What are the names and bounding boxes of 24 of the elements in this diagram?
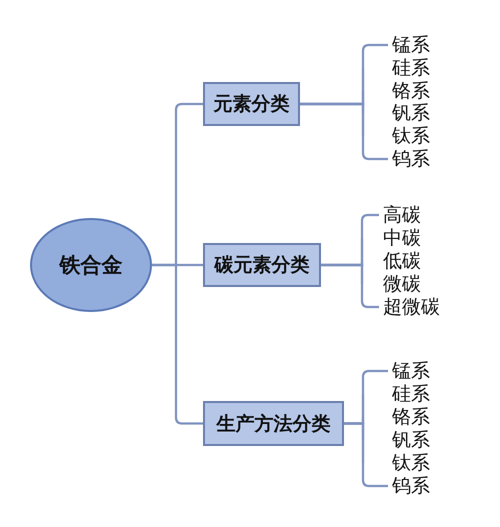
list-item-text: 中碳	[383, 227, 421, 249]
list-item-text: 硅系	[392, 57, 430, 79]
category-box: 生产方法分类	[203, 401, 344, 446]
list-item-text: 硅系	[392, 383, 430, 405]
list-item-text: 钒系	[392, 102, 430, 124]
list-item-text: 微碳	[383, 273, 421, 295]
list-item-text: 钒系	[392, 429, 430, 451]
category-box: 碳元素分类	[203, 243, 321, 287]
list-item-text: 锰系	[392, 34, 430, 56]
category-box: 元素分类	[203, 82, 300, 126]
list-item-text: 低碳	[383, 250, 421, 272]
list-item-text: 钨系	[392, 475, 430, 497]
list-item-text: 铬系	[392, 80, 430, 102]
list-item-text: 锰系	[392, 360, 430, 382]
list-item-text: 钛系	[392, 452, 430, 474]
list-item-text: 铬系	[392, 406, 430, 428]
list-item-text: 钛系	[392, 125, 430, 147]
list-item-text: 高碳	[383, 204, 421, 226]
list-item-text: 钨系	[392, 148, 430, 170]
list-item-text: 超微碳	[383, 296, 440, 318]
bracket-line	[300, 102, 388, 160]
root-ellipse: 铁合金	[30, 218, 152, 312]
bracket-line	[152, 264, 203, 425]
bracket-line	[344, 422, 388, 488]
